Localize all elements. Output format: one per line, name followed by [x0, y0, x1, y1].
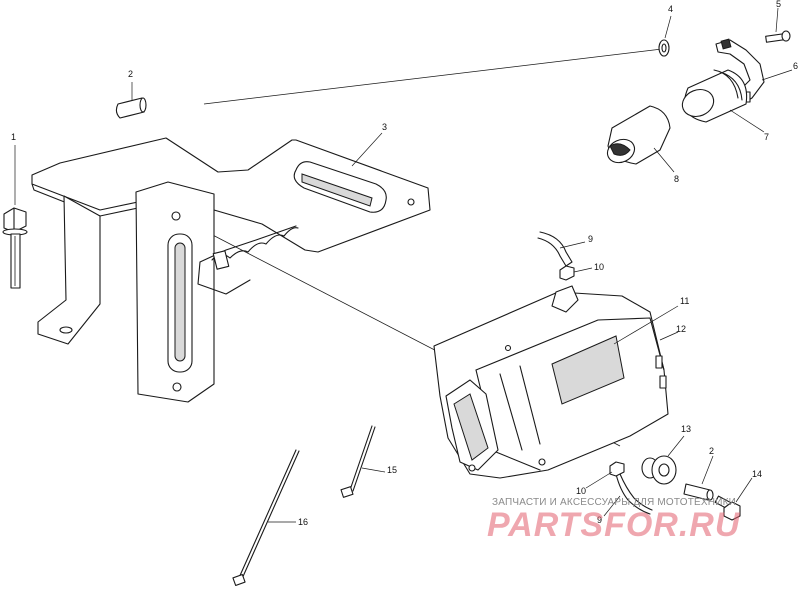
watermark-caption: ЗАПЧАСТИ И АКСЕССУАРЫ ДЛЯ МОТОТЕХНИКИ — [492, 497, 737, 508]
watermark-logo: PARTSFOR.RU — [487, 506, 741, 544]
callout-10-bottom: 10 — [576, 486, 587, 496]
callout-11: 11 — [680, 296, 690, 306]
callout-5: 5 — [776, 0, 782, 9]
part-2-sleeve-top — [115, 97, 147, 119]
part-14-bolt — [714, 495, 741, 521]
part-5-screw — [765, 30, 791, 43]
part-10-nut-bottom — [609, 461, 625, 477]
callout-1: 1 — [11, 132, 17, 142]
callout-2-top: 2 — [128, 69, 134, 79]
callout-9-bottom: 9 — [597, 515, 603, 525]
part-11-control-module — [433, 285, 669, 479]
part-3-bracket — [31, 137, 431, 403]
callout-15: 15 — [387, 465, 398, 475]
callout-leaders — [14, 7, 793, 523]
part-7-cylinder — [681, 69, 748, 123]
part-8-boot — [606, 105, 671, 165]
callout-12: 12 — [676, 324, 687, 334]
callout-13: 13 — [681, 424, 692, 434]
callout-6: 6 — [793, 61, 799, 71]
callout-14: 14 — [752, 469, 763, 479]
part-13-grommet — [641, 455, 677, 485]
callout-7: 7 — [764, 132, 770, 142]
callout-8: 8 — [674, 174, 680, 184]
callout-3: 3 — [382, 122, 388, 132]
part-2-sleeve-bottom — [683, 483, 714, 501]
part-9-wire-bottom — [615, 473, 653, 515]
callout-2-bottom: 2 — [709, 446, 715, 456]
part-1-bolt — [2, 207, 28, 289]
alignment-line-top — [203, 48, 663, 105]
part-4-washer — [658, 39, 670, 57]
part-16-cable-tie — [232, 449, 300, 587]
part-10-nut-top — [559, 265, 575, 281]
callout-10-top: 10 — [594, 262, 605, 272]
callout-9-top: 9 — [588, 234, 594, 244]
part-9-wire-top — [537, 231, 573, 267]
callout-16: 16 — [298, 517, 309, 527]
part-15-cable-tie — [340, 425, 376, 498]
callout-4: 4 — [668, 4, 674, 14]
